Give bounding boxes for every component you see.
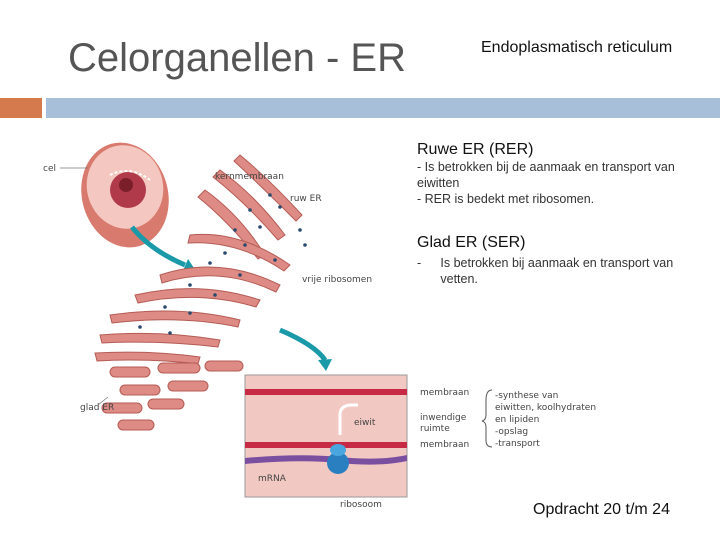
rer-line-2: - RER is bedekt met ribosomen. [417,192,595,206]
label-cel: cel [43,164,56,174]
rough-er-tubules [94,154,303,365]
label-ribosoom: ribosoom [340,500,382,510]
accent-bar-blue [46,98,720,118]
label-ruw-er: ruw ER [290,194,322,204]
label-kernmembraan: kernmembraan [215,172,284,182]
smooth-er [101,360,244,431]
assignment-reference: Opdracht 20 t/m 24 [533,501,670,518]
ser-section: Glad ER (SER) - Is betrokken bij aanmaak… [417,234,707,287]
label-ruimte: ruimte [420,424,450,434]
label-function-4: -opslag [495,427,528,437]
ser-heading: Glad ER (SER) [417,234,526,251]
er-detail-box [244,374,408,498]
label-mrna: mRNA [258,474,287,484]
ser-bullet: - [417,256,422,270]
accent-bar-orange [0,98,42,118]
slide-title: Celorganellen - ER [68,36,406,80]
ribosome-dots [138,193,307,335]
label-function-5: -transport [495,439,540,449]
label-membraan-bottom: membraan [420,440,469,450]
er-diagram: cel kernmembraan ruw ER vrije ribosomen … [43,142,596,510]
rer-line-1: - Is betrokken bij de aanmaak en transpo… [417,160,675,190]
rer-heading: Ruwe ER (RER) [417,141,534,158]
label-function-3: en lipiden [495,415,539,425]
label-function-2: eiwitten, koolhydraten [495,403,596,413]
ser-line-1: Is betrokken bij aanmaak en transport va… [440,256,674,286]
label-vrije-ribosomen: vrije ribosomen [302,275,372,285]
slide-subtitle: Endoplasmatisch reticulum [481,39,673,56]
cell-illustration [81,142,169,248]
label-glad-er: glad ER [80,403,114,413]
label-function-1: -synthese van [495,391,558,401]
label-membraan-top: membraan [420,388,469,398]
label-eiwit: eiwit [354,418,376,428]
rer-section: Ruwe ER (RER) - Is betrokken bij de aanm… [417,141,707,207]
label-inwendige: inwendige [420,413,467,423]
